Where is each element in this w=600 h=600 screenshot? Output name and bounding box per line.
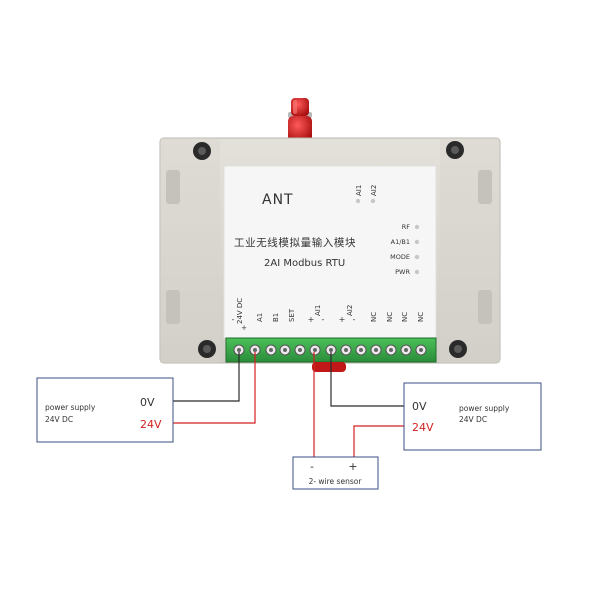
terminal-screw-icon	[415, 344, 427, 356]
left-supply-title-line1: power supply	[45, 403, 96, 412]
left-supply-0v-label: 0V	[140, 396, 155, 409]
sensor-plus-label: +	[348, 460, 357, 473]
terminal-label-ai2: AI2	[346, 305, 354, 316]
terminal-screw-icon	[265, 344, 277, 356]
sensor-box: - + 2- wire sensor	[292, 456, 379, 490]
right-supply-title-line1: power supply	[459, 404, 510, 413]
led-indicator-icon	[414, 224, 420, 230]
wires	[173, 352, 404, 457]
terminal-screw-icon	[400, 344, 412, 356]
right-supply-0v-label: 0V	[412, 400, 427, 413]
terminal-label-b1: B1	[272, 313, 280, 322]
mounting-hole-icon	[449, 340, 467, 358]
terminal-screw-icon	[294, 344, 306, 356]
terminal-screw-icon	[385, 344, 397, 356]
terminal-label-a1: A1	[256, 313, 264, 322]
module-foot	[312, 362, 346, 372]
terminal-label-set: SET	[288, 308, 296, 322]
terminal-label-nc-3: NC	[401, 312, 409, 322]
right-supply-24v-label: 24V	[412, 421, 434, 434]
wire-right-24v	[353, 425, 404, 457]
terminal-label-ai1: AI1	[314, 305, 322, 316]
right-supply-title-line2: 24V DC	[459, 415, 487, 424]
antenna-icon	[288, 98, 312, 142]
terminal-polarity-ai1-minus: -	[322, 315, 325, 324]
status-led-label-a1b1: A1/B1	[391, 238, 410, 246]
status-led-label-mode: MODE	[390, 253, 410, 261]
terminal-screw-icon	[325, 344, 337, 356]
ai2-indicator-label: AI2	[370, 185, 378, 196]
terminal-screw-icon	[279, 344, 291, 356]
device-model: 2AI Modbus RTU	[264, 258, 345, 269]
terminal-polarity-dc-plus: +	[241, 324, 247, 332]
terminal-polarity-dc-minus: -	[232, 315, 235, 324]
mounting-hole-icon	[446, 141, 464, 159]
terminal-label-nc-1: NC	[370, 312, 378, 322]
led-indicator-icon	[414, 239, 420, 245]
terminal-screw-icon	[355, 344, 367, 356]
terminal-label-nc-4: NC	[417, 312, 425, 322]
led-indicator-icon	[355, 198, 361, 204]
mounting-hole-icon	[193, 142, 211, 160]
sensor-label: 2- wire sensor	[309, 477, 363, 486]
device-title-cn: 工业无线模拟量输入模块	[234, 236, 356, 249]
terminal-screw-icon	[370, 344, 382, 356]
wire-right-0v	[330, 352, 404, 407]
led-indicator-icon	[414, 254, 420, 260]
left-supply-24v-label: 24V	[140, 418, 162, 431]
terminal-screw-icon	[309, 344, 321, 356]
led-indicator-icon	[370, 198, 376, 204]
label-panel	[223, 165, 437, 339]
mounting-hole-icon	[198, 340, 216, 358]
terminal-polarity-ai1-plus: +	[308, 315, 315, 324]
terminal-polarity-ai2-plus: +	[339, 315, 346, 324]
wire-left-24v	[173, 352, 256, 424]
ai1-indicator-label: AI1	[355, 185, 363, 196]
right-power-supply: 0V 24V power supply 24V DC	[403, 382, 542, 451]
led-indicator-icon	[414, 269, 420, 275]
left-power-supply: power supply 24V DC 0V 24V	[36, 377, 174, 443]
brand-label: ANT	[262, 192, 294, 208]
terminal-label-nc-2: NC	[386, 312, 394, 322]
terminal-screw-icon	[233, 344, 245, 356]
status-led-label-rf: RF	[402, 223, 411, 231]
status-led-label-pwr: PWR	[395, 268, 410, 276]
terminal-label-24vdc: 24V DC	[236, 298, 244, 324]
terminal-polarity-ai2-minus: -	[353, 315, 356, 324]
sensor-minus-label: -	[310, 460, 314, 473]
wire-left-0v	[173, 352, 240, 402]
left-supply-title-line2: 24V DC	[45, 415, 73, 424]
terminal-screw-icon	[340, 344, 352, 356]
